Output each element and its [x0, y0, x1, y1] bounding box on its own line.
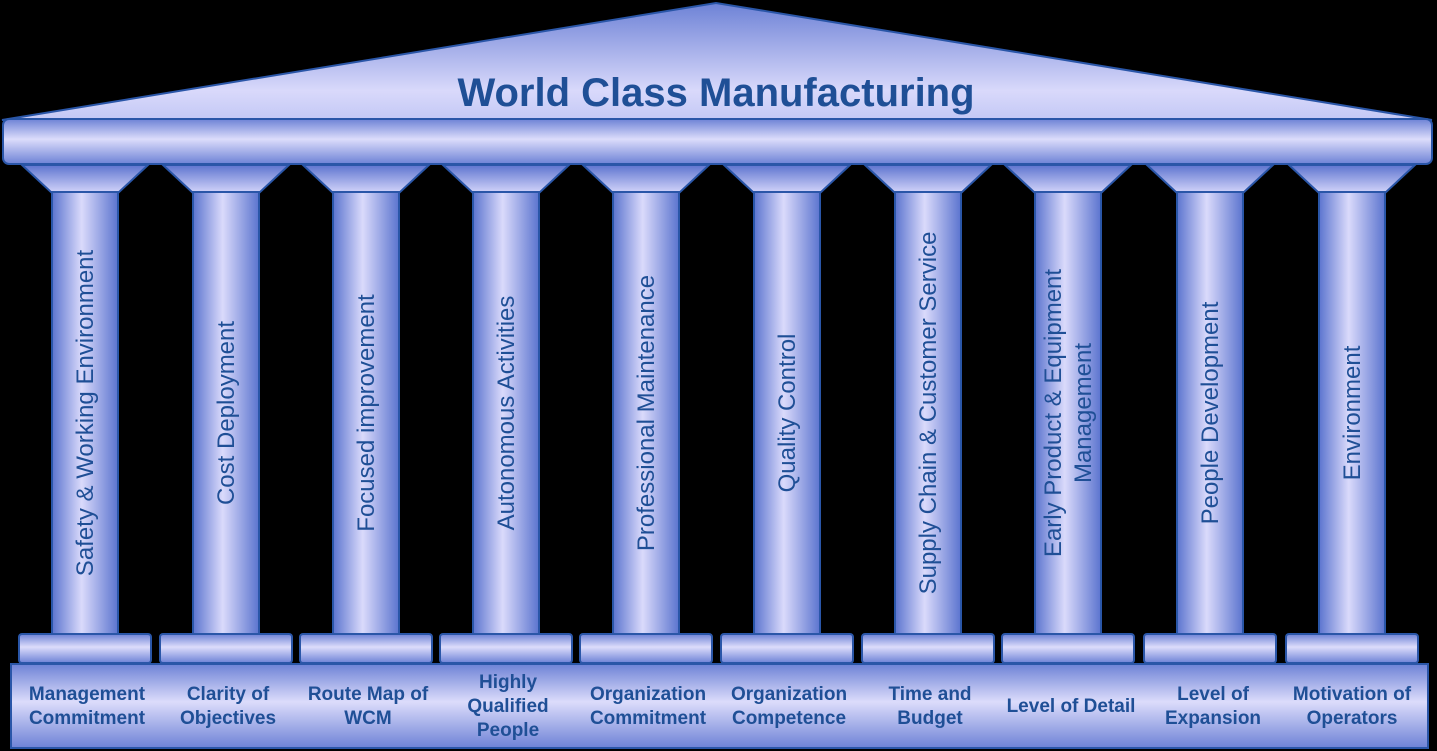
pillar-label: Focused improvement [353, 294, 380, 532]
pillar: Focused improvement [299, 164, 433, 664]
pillar-shaft [1176, 191, 1244, 637]
foundation-label: Time and Budget [888, 684, 972, 729]
pillar-capital [19, 164, 151, 194]
foundation-label: Management Commitment [28, 684, 146, 729]
foundation-label: Level of Detail [1006, 696, 1136, 717]
pillar-label: Professional Maintenance [633, 275, 660, 551]
pillar-base [1285, 633, 1419, 664]
pillar: Autonomous Activities [439, 164, 573, 664]
pillar-shaft [192, 191, 260, 637]
pillar-capital [300, 164, 432, 194]
pillar-shaft [1318, 191, 1386, 637]
pillar-base [579, 633, 713, 664]
pillar-shaft [612, 191, 680, 637]
temple-beam [2, 118, 1433, 165]
foundation-label: Organization Commitment [589, 684, 707, 729]
pillar: Cost Deployment [159, 164, 293, 664]
pillar-capital [862, 164, 994, 194]
foundation-label: Organization Competence [730, 684, 848, 729]
pillar-base [1143, 633, 1277, 664]
pillar-base [720, 633, 854, 664]
pillar-base [18, 633, 152, 664]
pillar-label: Safety & Working Environment [72, 249, 99, 576]
pillar-capital [721, 164, 853, 194]
pillar-base [439, 633, 573, 664]
pillar: Quality Control [720, 164, 854, 664]
pillar-capital [1002, 164, 1134, 194]
pillar-capital [440, 164, 572, 194]
pillar-label: Environment [1339, 345, 1366, 480]
pillar-label: Quality Control [774, 334, 801, 493]
pillar: Professional Maintenance [579, 164, 713, 664]
pillar: Environment [1285, 164, 1419, 664]
pillar: People Development [1143, 164, 1277, 664]
pillar-base [159, 633, 293, 664]
pillar-capital [580, 164, 712, 194]
pillar-label: Supply Chain & Customer Service [915, 232, 942, 595]
foundation-label: Route Map of WCM [307, 684, 429, 729]
foundation-label: Highly Qualified People [467, 672, 549, 741]
pillar-shaft [753, 191, 821, 637]
foundation-band [10, 663, 1429, 749]
pillar-label: Cost Deployment [213, 321, 240, 505]
pillar-capital [1286, 164, 1418, 194]
pillar-capital [1144, 164, 1276, 194]
pillar-capital [160, 164, 292, 194]
foundation-label: Level of Expansion [1164, 684, 1262, 729]
diagram-title: World Class Manufacturing [457, 71, 974, 115]
pillar-shaft [472, 191, 540, 637]
pillar: Safety & Working Environment [18, 164, 152, 664]
pillar-base [861, 633, 995, 664]
pillar-label: Autonomous Activities [493, 296, 520, 531]
pillar-shaft [51, 191, 119, 637]
pillar-base [299, 633, 433, 664]
foundation-label: Motivation of Operators [1292, 684, 1412, 729]
pillar-shaft [332, 191, 400, 637]
pillar-base [1001, 633, 1135, 664]
foundation-label: Clarity of Objectives [179, 684, 277, 729]
pillar: Supply Chain & Customer Service [861, 164, 995, 664]
pillar-label: People Development [1197, 301, 1224, 524]
